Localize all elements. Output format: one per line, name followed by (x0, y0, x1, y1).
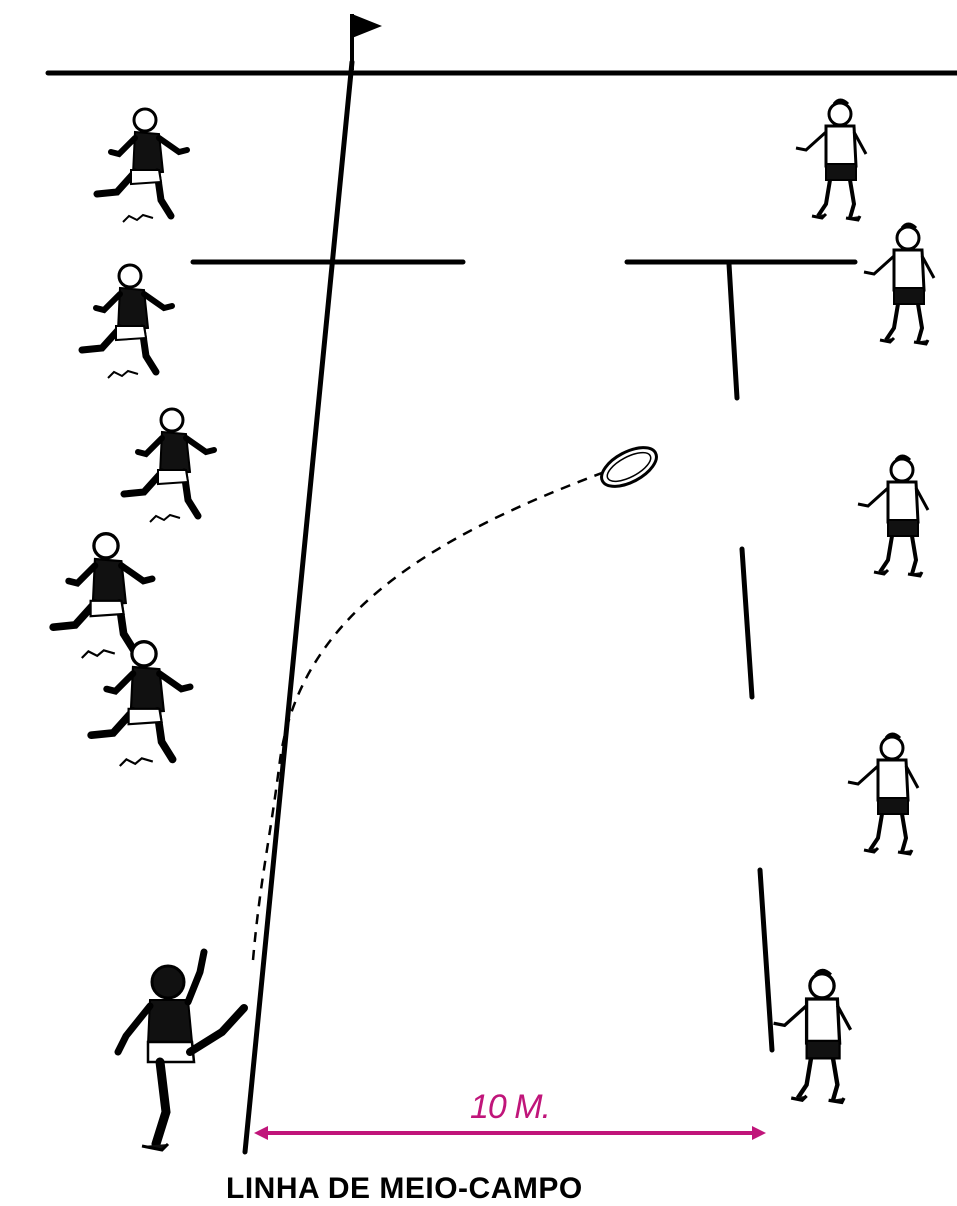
player-dark-2 (82, 265, 172, 378)
ten-metre-dash-2 (742, 549, 752, 697)
ten-metre-dash-1 (729, 264, 737, 398)
receiving-team (774, 100, 934, 1102)
kicking-team (53, 109, 244, 1150)
player-dark-5 (91, 642, 190, 766)
halfway-line-label: LINHA DE MEIO-CAMPO (226, 1172, 583, 1206)
flag-icon (352, 14, 382, 70)
player-light-4 (848, 734, 918, 854)
ten-metre-dash-3 (760, 870, 772, 1050)
halfway-line (245, 62, 352, 1152)
player-dark-4 (53, 534, 152, 658)
player-light-1 (796, 100, 866, 220)
player-dark-3 (124, 409, 214, 522)
player-kicker (118, 952, 244, 1150)
player-light-5 (774, 970, 851, 1102)
player-dark-1 (97, 109, 187, 222)
player-light-3 (858, 456, 928, 576)
player-light-2 (864, 224, 934, 344)
rugby-ball-icon (595, 440, 662, 495)
distance-label: 10 M. (440, 1088, 580, 1127)
